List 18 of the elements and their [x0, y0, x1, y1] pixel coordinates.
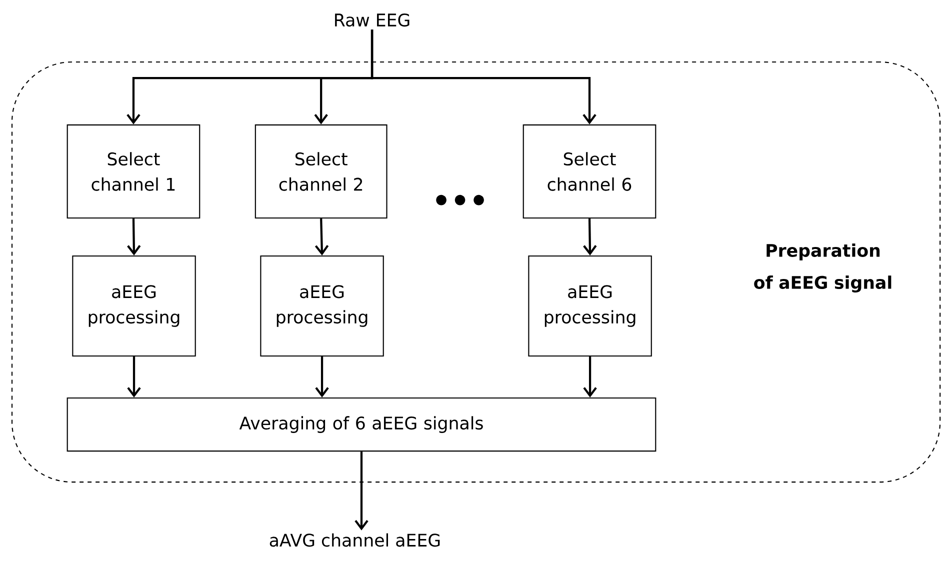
- ellipsis-dots: •••: [436, 194, 484, 206]
- signal-label: aAVG channel aEEG: [270, 533, 440, 547]
- process-box: Averaging of 6 aEEG signals: [66, 397, 656, 452]
- process-box: aEEG processing: [72, 255, 196, 356]
- process-box: aEEG processing: [260, 255, 384, 356]
- arrow: [314, 218, 329, 256]
- process-box: Select channel 1: [66, 124, 200, 218]
- arrow: [127, 218, 141, 256]
- process-box: Select channel 2: [254, 124, 388, 218]
- arrow: [583, 218, 597, 256]
- process-box: aEEG processing: [528, 255, 652, 356]
- arrow: [127, 356, 141, 398]
- signal-label: Raw EEG: [335, 13, 410, 27]
- process-box: Select channel 6: [522, 124, 656, 218]
- arrow: [315, 356, 329, 398]
- arrow: [354, 452, 368, 530]
- arrow: [370, 29, 596, 124]
- arrow: [583, 356, 597, 398]
